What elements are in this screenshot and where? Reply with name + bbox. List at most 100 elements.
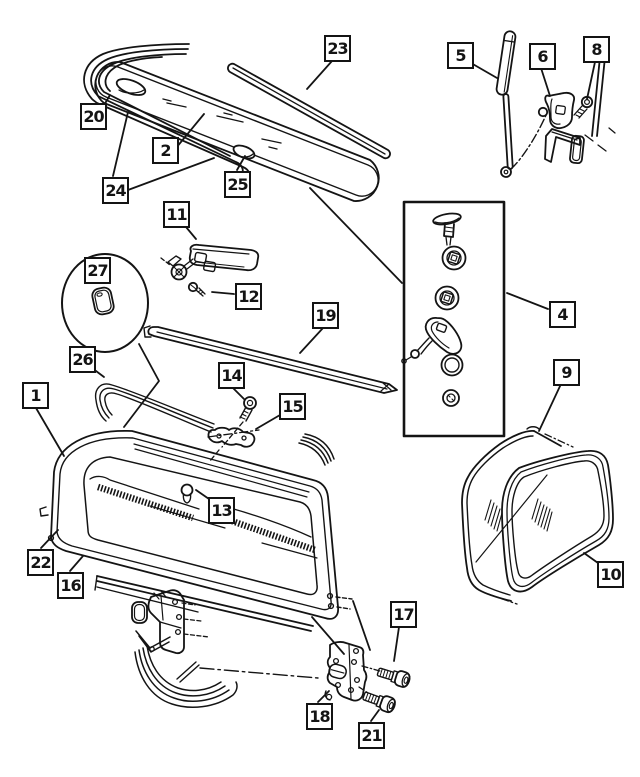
align-dash-top	[544, 433, 574, 448]
part-upper-glass-frame-assembly	[83, 43, 403, 284]
callout-4[interactable]: 4	[549, 301, 576, 328]
callout-12[interactable]: 12	[235, 283, 262, 310]
hinge-bracket-6	[544, 91, 576, 130]
glass-reflections	[162, 98, 282, 150]
part-liftgate-frame	[39, 383, 371, 655]
callout-27[interactable]: 27	[84, 257, 111, 284]
screw-21	[362, 691, 396, 714]
screw-12	[187, 281, 206, 297]
frame-corner-stud	[39, 506, 55, 542]
hinge-strap	[207, 426, 256, 448]
frame-inner	[56, 437, 332, 611]
part-quarter-window	[461, 426, 614, 605]
fender-arch	[134, 645, 238, 708]
callout-22[interactable]: 22	[27, 549, 54, 576]
pillar-dashes	[584, 127, 616, 152]
glass-edge	[95, 65, 379, 197]
callout-16[interactable]: 16	[57, 572, 84, 599]
callout-20[interactable]: 20	[80, 103, 107, 130]
top-seal-strip	[94, 383, 215, 433]
mirror-button	[180, 483, 194, 504]
part-gas-strut	[495, 30, 548, 178]
mirror-mount-knob	[170, 263, 188, 281]
glass-opening	[83, 456, 318, 596]
retainer-strip	[227, 62, 391, 160]
o-ring	[440, 353, 464, 377]
callout-19[interactable]: 19	[312, 302, 339, 329]
callout-9[interactable]: 9	[553, 359, 580, 386]
clip-left	[115, 78, 147, 96]
seal-line-2	[90, 48, 244, 177]
callout-24[interactable]: 24	[102, 177, 129, 204]
part-upper-hinge-area	[537, 56, 616, 165]
align-dash-bottom	[487, 593, 518, 605]
callout-21[interactable]: 21	[358, 722, 385, 749]
mount-tab	[167, 255, 182, 267]
callout-17[interactable]: 17	[390, 601, 417, 628]
seal-line-4	[104, 56, 163, 92]
part-hinge-15	[207, 396, 260, 462]
callout-11[interactable]: 11	[163, 201, 190, 228]
strut-ball-end	[500, 166, 512, 178]
washer-screw	[442, 389, 460, 407]
glass-top-tab	[526, 426, 540, 430]
body-channel	[544, 128, 581, 163]
latch-keeper	[401, 317, 463, 364]
part-hardware-panel	[401, 200, 506, 438]
body-block	[569, 134, 585, 165]
prop-rod	[176, 661, 200, 683]
screw-axis-dash	[209, 421, 244, 462]
frame-corner-holes	[326, 592, 353, 610]
clip-left-detail	[118, 89, 145, 94]
callout-10[interactable]: 10	[597, 561, 624, 588]
callout-6[interactable]: 6	[529, 43, 556, 70]
hinge-pointer-1	[311, 616, 345, 655]
part-mirror	[160, 243, 260, 297]
body-pillar	[591, 56, 601, 137]
mirror-housing	[188, 243, 260, 272]
window-glass-outline	[461, 430, 535, 602]
body-cowl	[94, 575, 319, 708]
screw-17	[376, 667, 411, 688]
seal-corner-arcs	[298, 433, 335, 466]
window-seal-outer	[501, 450, 614, 593]
leader-lines	[35, 60, 599, 722]
callout-1[interactable]: 1	[22, 382, 49, 409]
grommet-upper	[441, 245, 467, 271]
cowl-hole	[131, 601, 148, 624]
part-lower-hinge	[324, 641, 411, 714]
hinge-pointer-2	[352, 600, 371, 651]
callout-23[interactable]: 23	[324, 35, 351, 62]
ball-stud	[537, 106, 549, 118]
screw-14	[239, 396, 257, 422]
grommet-lower	[434, 285, 460, 311]
link-line-to-hardware	[309, 187, 403, 284]
callout-15[interactable]: 15	[279, 393, 306, 420]
callout-14[interactable]: 14	[218, 362, 245, 389]
callout-13[interactable]: 13	[208, 497, 235, 524]
frame-outer	[50, 430, 339, 620]
t-stud	[432, 212, 462, 246]
cowl-bracket	[147, 589, 185, 655]
screw-axis-dash-17	[361, 665, 381, 672]
glass-band-upper	[89, 475, 226, 529]
seal-line-3	[98, 53, 231, 157]
callout-25[interactable]: 25	[224, 171, 251, 198]
callout-26[interactable]: 26	[69, 346, 96, 373]
callout-8[interactable]: 8	[583, 36, 610, 63]
screw-8	[573, 95, 594, 119]
callout-18[interactable]: 18	[306, 703, 333, 730]
detail-pointer-line	[123, 343, 160, 428]
hinge-plate	[326, 641, 368, 702]
callout-2[interactable]: 2	[152, 137, 179, 164]
glass-hatching	[484, 498, 553, 532]
seal-pad-detail	[91, 286, 115, 316]
callout-5[interactable]: 5	[447, 42, 474, 69]
part-tie-bar	[143, 325, 398, 394]
retainer-strip-inner	[232, 67, 386, 155]
long-dashdot	[199, 667, 319, 679]
detail-circle	[61, 253, 160, 428]
mirror-dash	[160, 257, 171, 266]
